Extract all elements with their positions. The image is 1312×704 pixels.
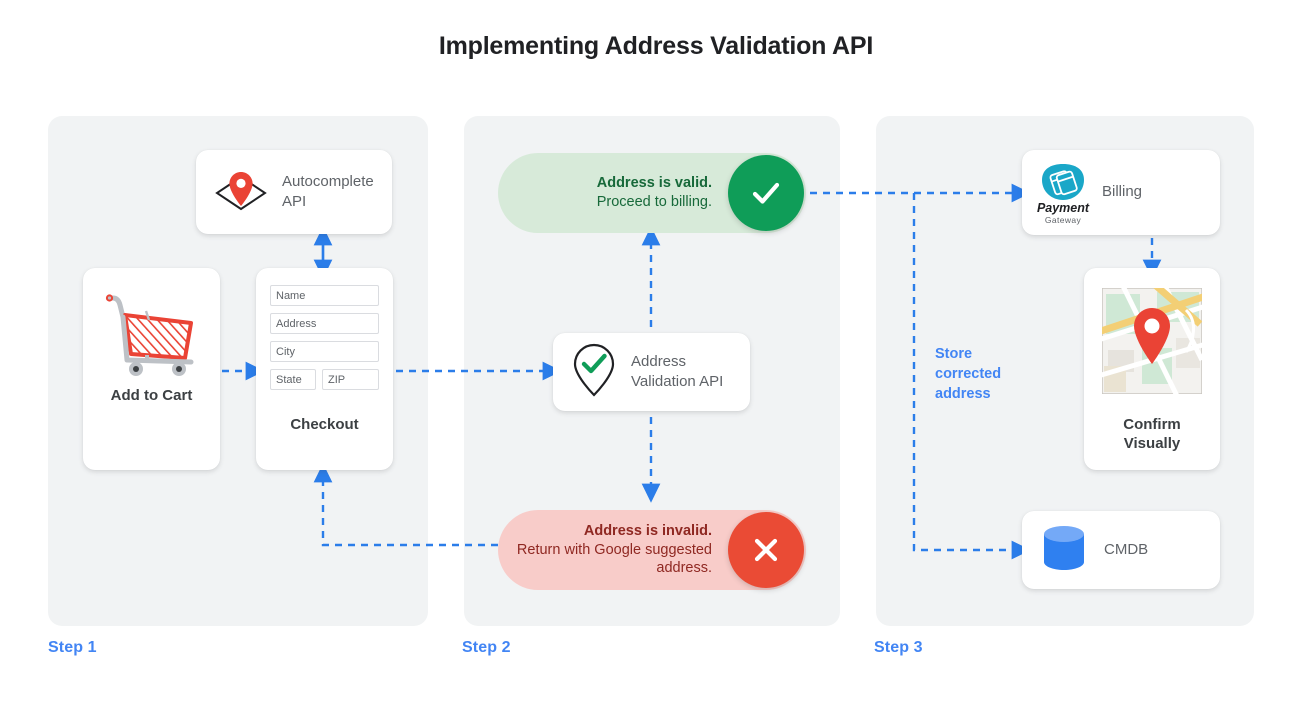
- checkout-card[interactable]: Name Address City State ZIP Checkout: [256, 268, 393, 470]
- address-field[interactable]: Address: [270, 313, 379, 334]
- cmdb-card[interactable]: CMDB: [1022, 511, 1220, 589]
- add-to-cart-label: Add to Cart: [110, 387, 193, 404]
- name-field[interactable]: Name: [270, 285, 379, 306]
- address-validation-api-label: Address Validation API: [631, 352, 724, 390]
- autocomplete-api-card[interactable]: Autocomplete API: [196, 150, 392, 234]
- state-field[interactable]: State: [270, 369, 316, 390]
- map-pin-diamond-icon: [210, 164, 272, 221]
- add-to-cart-card[interactable]: Add to Cart: [83, 268, 220, 470]
- cmdb-label: CMDB: [1104, 540, 1149, 558]
- valid-subline: Proceed to billing.: [596, 194, 712, 210]
- address-invalid-pill: Address is invalid. Return with Google s…: [498, 510, 806, 590]
- autocomplete-api-label: Autocomplete API: [282, 172, 374, 210]
- check-icon: [728, 155, 804, 231]
- payment-gateway-icon: Payment Gateway: [1036, 161, 1090, 225]
- billing-card[interactable]: Payment Gateway Billing: [1022, 150, 1220, 235]
- store-corrected-address-note: Store corrected address: [935, 346, 1002, 402]
- step-1-label: Step 1: [48, 639, 97, 656]
- confirm-visually-card[interactable]: Confirm Visually: [1084, 268, 1220, 470]
- pin-check-icon: [569, 340, 619, 405]
- valid-headline: Address is valid.: [596, 175, 712, 192]
- database-icon: [1040, 523, 1088, 578]
- address-valid-pill: Address is valid. Proceed to billing.: [498, 153, 806, 233]
- close-icon: [728, 512, 804, 588]
- address-validation-api-card[interactable]: Address Validation API: [553, 333, 750, 411]
- city-field[interactable]: City: [270, 341, 379, 362]
- billing-label: Billing: [1102, 183, 1143, 201]
- invalid-headline: Address is invalid.: [583, 523, 712, 540]
- step-3-label: Step 3: [874, 639, 923, 656]
- checkout-label: Checkout: [290, 416, 359, 433]
- page-title: Implementing Address Validation API: [438, 32, 874, 60]
- invalid-subline: Return with Google suggested address.: [516, 541, 712, 577]
- map-thumbnail-icon: [1102, 288, 1202, 399]
- step-2-label: Step 2: [462, 639, 511, 656]
- zip-field[interactable]: ZIP: [322, 369, 379, 390]
- shopping-cart-icon: [103, 292, 201, 383]
- payment-logo-secondary: Gateway: [1044, 214, 1082, 225]
- confirm-visually-label: Confirm Visually: [1123, 416, 1181, 452]
- checkout-form: Name Address City State ZIP: [270, 285, 379, 397]
- payment-logo-primary: Payment: [1036, 200, 1090, 215]
